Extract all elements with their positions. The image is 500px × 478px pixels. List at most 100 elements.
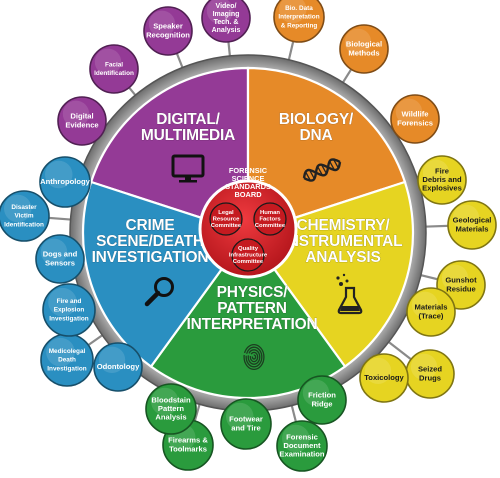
subcommittee-label-line: Forensics: [397, 118, 433, 127]
subcommittee-label: Materials(Trace): [415, 303, 448, 321]
sector-physics-title-line: PHYSICS/: [217, 284, 289, 301]
subcommittee-label-line: Medicolegal: [49, 348, 86, 355]
subcommittee-label-line: & Reporting: [281, 22, 318, 29]
sector-biology-title-line: BIOLOGY/: [279, 111, 354, 128]
subcommittee-bubble: Anthropology: [39, 156, 91, 208]
subcommittee-label-line: Analysis: [212, 27, 241, 34]
sector-crime-title-line: SCENE/DEATH: [96, 233, 204, 250]
subcommittee-label: Firearms &Toolmarks: [168, 436, 208, 454]
subcommittee-label-line: Dogs and: [43, 250, 78, 259]
subcommittee-bubble: Odontology: [93, 342, 143, 392]
committee-legal-label-line: Legal: [218, 210, 234, 216]
subcommittee-label-line: Interpretation: [278, 14, 319, 21]
committee-quality-label-line: Quality: [238, 246, 259, 252]
subcommittee-label-line: Geological: [453, 216, 492, 225]
subcommittee-bubble: Materials(Trace): [406, 287, 456, 337]
subcommittee-label-line: Gunshot: [445, 276, 477, 285]
sector-digital-wedge: [89, 66, 250, 235]
subcommittee-label-line: Footwear: [229, 415, 263, 424]
subcommittee-label-line: and Tire: [231, 423, 260, 432]
subcommittee-label-line: (Trace): [419, 311, 444, 320]
sector-biology-wedge: [246, 66, 407, 235]
sector-biology-title-line: DNA: [300, 127, 333, 144]
subcommittee-label-line: Biological: [346, 40, 382, 49]
subcommittee-label-line: Debris and: [422, 175, 462, 184]
center-title-line: SCIENCE: [232, 174, 265, 183]
subcommittee-label-line: Victim: [14, 213, 33, 220]
center-title-line: BOARD: [234, 190, 262, 199]
center-title-line: FORENSIC: [229, 166, 268, 175]
sector-biology-title: BIOLOGY/DNA: [279, 111, 354, 144]
subcommittee-label-line: Identification: [4, 221, 44, 228]
sector-physics-title-line: INTERPRETATION: [187, 316, 318, 333]
subcommittee-label-line: Analysis: [155, 413, 186, 422]
sector-digital-title: DIGITAL/MULTIMEDIA: [141, 111, 235, 144]
subcommittee-label-line: Identification: [94, 70, 134, 77]
sector-physics-title-line: PATTERN: [217, 300, 287, 317]
subcommittee-label-line: Explosion: [54, 307, 85, 314]
subcommittee-label-line: Pattern: [158, 404, 185, 413]
sector-chemistry-title-line: CHEMISTRY/: [296, 217, 390, 234]
sector-chemistry-title-line: INSTRUMENTAL: [284, 233, 403, 250]
subcommittee-label-line: Disaster: [11, 204, 37, 211]
subcommittee-label-line: Explosives: [422, 184, 462, 193]
subcommittee-label-line: Examination: [279, 450, 325, 459]
subcommittee-label-line: Fire: [435, 166, 449, 175]
committee-legal-label-line: Committee: [211, 223, 242, 229]
subcommittee-label-line: Seized: [418, 365, 442, 374]
subcommittee-label: Anthropology: [40, 177, 91, 186]
subcommittee-label-line: Residue: [446, 284, 476, 293]
subcommittee-label-line: Anthropology: [40, 177, 91, 186]
subcommittee-label-line: Bio. Data: [285, 5, 313, 12]
subcommittee-label-line: Materials: [456, 224, 489, 233]
subcommittee-label-line: Toolmarks: [169, 444, 207, 453]
subcommittee-label-line: Death: [58, 357, 76, 364]
monitor-icon: [171, 154, 205, 183]
subcommittee-label-line: Speaker: [153, 22, 183, 31]
committee-legal-label-line: Resource: [213, 217, 241, 223]
subcommittee-label-line: Evidence: [65, 120, 98, 129]
subcommittee-label-line: Odontology: [97, 362, 140, 371]
sector-crime-title-line: CRIME: [126, 217, 175, 234]
sector-crime-title-line: INVESTIGATION: [92, 249, 209, 266]
subcommittee-label-line: Friction: [308, 391, 336, 400]
subcommittee-label-line: Drugs: [419, 373, 441, 382]
sector-chemistry-title-line: ANALYSIS: [305, 249, 380, 266]
subcommittee-label-line: Materials: [415, 303, 448, 312]
fingerprint-icon: [243, 343, 265, 371]
committee-human-label-line: Committee: [255, 223, 286, 229]
subcommittee-label-line: Document: [283, 441, 321, 450]
subcommittee-label-line: Wildlife: [402, 110, 429, 119]
